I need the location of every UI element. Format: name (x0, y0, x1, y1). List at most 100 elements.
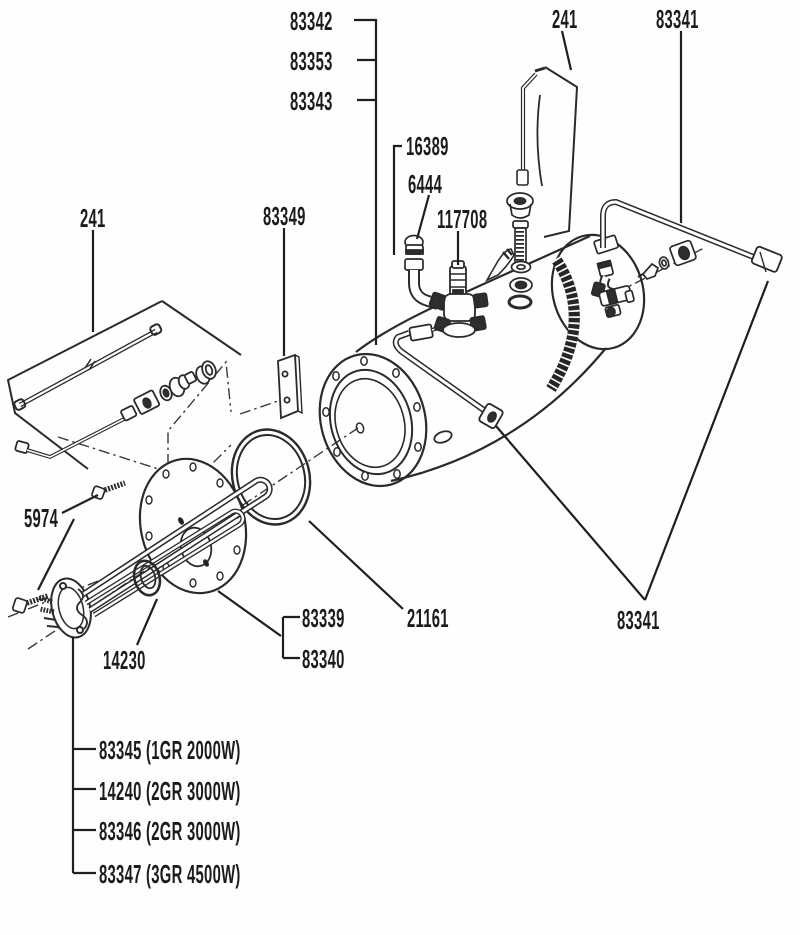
pin-1 (43, 617, 57, 621)
pipe-end-nut-line (759, 251, 767, 273)
axis-plate (239, 400, 279, 415)
endcap-fittings (590, 234, 635, 318)
spud-hole (513, 196, 527, 206)
pipe-83341 (392, 198, 783, 429)
panel-outline (6, 300, 242, 470)
pipe-front-nut (408, 323, 434, 342)
leader-lines (37, 18, 770, 875)
flange-center-hole (355, 422, 365, 434)
bracket-tank-labels (354, 18, 378, 345)
stem-washer-hole (516, 263, 526, 271)
valve-base (442, 322, 476, 338)
leader-cover (217, 590, 300, 660)
tube-crimps (76, 588, 88, 630)
capillary-tube-i (522, 73, 537, 170)
weld-band (546, 255, 580, 392)
panel-outline (543, 66, 579, 238)
cap-band (405, 249, 424, 255)
bolt-5974-a (91, 480, 126, 500)
gauge-panel-top (516, 66, 579, 238)
label-83339: 83339 (302, 603, 345, 633)
tank-flange-outer (318, 352, 428, 488)
tee-bolt-head (606, 306, 616, 318)
label-element-opt-2: 14240 (2GR 3000W) (99, 776, 241, 806)
gauge-glass-assembly-left (6, 300, 242, 470)
valve-117708 (430, 260, 489, 338)
label-241-left: 241 (80, 203, 106, 233)
pipe-base-hex (593, 234, 619, 255)
thermostat-rod-assembly (14, 360, 217, 460)
glass-rod-inner (19, 330, 157, 406)
rod-line (26, 415, 129, 460)
tank-bottom-edge (390, 347, 607, 483)
probe (485, 248, 515, 282)
thermo-well-stack (506, 192, 534, 310)
valve-body (443, 293, 476, 322)
capillary-tip (534, 66, 546, 73)
fitting-6444 (404, 234, 424, 255)
leader-5974-b (37, 518, 75, 591)
cap-sleeve-band (596, 259, 613, 270)
label-21161: 21161 (407, 603, 449, 633)
leader-gauge-top (560, 30, 573, 71)
washer-hole (204, 364, 214, 376)
capillary-cap (516, 169, 529, 186)
oring-21161 (230, 428, 312, 526)
stack-gasket-hole (514, 280, 528, 290)
label-16389: 16389 (406, 131, 449, 161)
plate-83349 (277, 353, 303, 420)
pipe-small-parts (637, 239, 697, 281)
label-83343: 83343 (290, 86, 333, 116)
pin-2 (46, 625, 59, 628)
label-83353: 83353 (290, 46, 333, 76)
label-241-top: 241 (552, 4, 578, 34)
probe-bands (502, 248, 513, 260)
leader-pipe-bottom (495, 280, 770, 601)
tank-port (507, 294, 533, 310)
label-83349: 83349 (263, 201, 306, 231)
bracket-16389 (392, 144, 402, 255)
flange-hole-2 (76, 626, 84, 634)
label-117708: 117708 (437, 204, 488, 234)
flange-hole-1 (59, 582, 67, 590)
stem-bolt (514, 227, 527, 265)
plug-hole (142, 397, 152, 409)
gasket-14230 (132, 559, 162, 597)
leader-5974-a (61, 494, 99, 514)
small-washer-hole (661, 259, 667, 267)
cone-tip (637, 273, 644, 278)
valve-port-lu (430, 294, 446, 310)
cover-dot-1 (178, 517, 184, 525)
tank-endcap (550, 233, 646, 351)
bolt-shank (26, 593, 49, 606)
cover-dot-2 (203, 559, 209, 567)
rod-mid-joint (84, 358, 96, 371)
label-element-opt-1: 83345 (1GR 2000W) (99, 735, 241, 765)
plate-hole-2 (283, 396, 291, 404)
plate-side (294, 354, 303, 415)
spacer (183, 371, 197, 385)
tube-inner-i (85, 509, 245, 617)
leader-21161 (308, 520, 404, 610)
pipe-front-i (394, 331, 496, 420)
pipe-front (392, 330, 497, 421)
pipe-rear-i (601, 200, 757, 260)
label-element-opt-4: 83347 (3GR 4500W) (99, 859, 241, 889)
tee-band (605, 287, 619, 306)
tube-outer-i (81, 478, 272, 612)
element-tubes (76, 476, 273, 630)
label-6444: 6444 (408, 169, 443, 199)
elbow-tube-i (410, 270, 440, 308)
tank-oval-hole (433, 430, 453, 444)
pipe-nut-hole (677, 245, 691, 261)
label-83340: 83340 (302, 644, 345, 674)
tee-end (624, 289, 635, 303)
drain-nut-hole (487, 411, 497, 423)
flange-bolt-holes (322, 356, 422, 481)
bolt-5974-b (11, 593, 49, 614)
stem-cap (512, 220, 529, 229)
capillary-tube (520, 72, 538, 170)
leader-element-list (71, 637, 96, 875)
